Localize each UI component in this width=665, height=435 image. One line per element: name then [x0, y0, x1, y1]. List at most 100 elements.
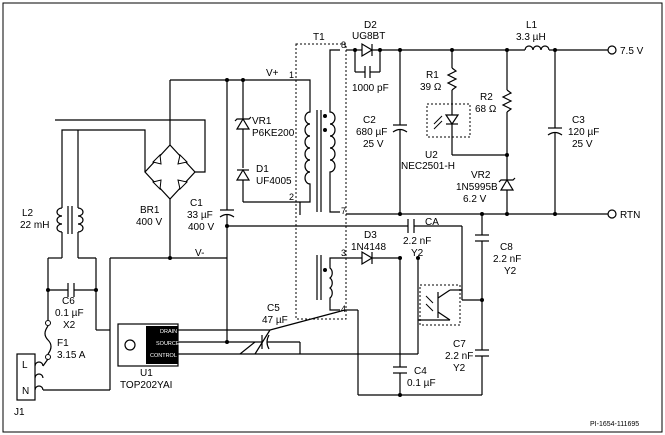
- c3-volt: 25 V: [572, 139, 593, 150]
- junction: [505, 153, 509, 157]
- c7-type: Y2: [453, 363, 466, 374]
- vr2-volt: 6.2 V: [463, 194, 487, 205]
- t1-bias-winding: [329, 257, 340, 311]
- c8-value: 2.2 nF: [493, 254, 521, 265]
- l1-label: L1: [526, 20, 538, 31]
- u2-led-symbol: [444, 114, 460, 126]
- r1-label: R1: [426, 70, 439, 81]
- junction: [505, 212, 509, 216]
- c1-label: C1: [190, 198, 203, 209]
- u2-phototransistor-emitter: [437, 311, 451, 321]
- u2-phototransistor-collector: [437, 289, 451, 299]
- d3-part: 1N4148: [351, 242, 386, 253]
- c2-value: 680 µF: [356, 127, 387, 138]
- r2-resistor: [501, 89, 513, 113]
- junction: [225, 340, 229, 344]
- br1-diode: [152, 179, 162, 191]
- f1-terminal: [45, 320, 51, 326]
- f1-label: F1: [57, 338, 69, 349]
- br1-label: BR1: [140, 205, 160, 216]
- c1-volt: 400 V: [188, 222, 214, 233]
- c5-value: 47 µF: [262, 315, 288, 326]
- wire: [42, 358, 49, 367]
- ca-value: 2.2 nF: [403, 236, 431, 247]
- c1-value: 33 µF: [187, 210, 213, 221]
- d1-part: UF4005: [256, 176, 292, 187]
- junction: [225, 224, 229, 228]
- br1-volt: 400 V: [136, 217, 162, 228]
- c3-value: 120 µF: [568, 127, 599, 138]
- t1-pin-2: 2: [289, 192, 294, 202]
- u2-phototransistor-box: [419, 284, 461, 326]
- d2-diode-symbol: [361, 42, 374, 58]
- ca-label: CA: [425, 217, 439, 228]
- vr2-label: VR2: [471, 170, 491, 181]
- d1-diode-symbol: [235, 168, 251, 181]
- t1-label: T1: [313, 32, 325, 43]
- u1-pin-control: CONTROL: [150, 353, 177, 359]
- d3-label: D3: [364, 230, 377, 241]
- junction: [480, 298, 484, 302]
- l2-value: 22 mH: [20, 220, 49, 231]
- r1-resistor: [446, 67, 458, 91]
- vminus-label: V-: [195, 248, 204, 259]
- u2-light-arrow: [433, 115, 443, 125]
- r2-label: R2: [480, 92, 493, 103]
- c3-label: C3: [572, 115, 585, 126]
- u1-part: TOP202YAI: [120, 380, 172, 391]
- j1-contact: [34, 361, 44, 367]
- d3-diode-symbol: [361, 250, 374, 266]
- l1-inductor: [524, 45, 550, 51]
- l2-label: L2: [22, 208, 34, 219]
- br1-diode: [177, 154, 188, 165]
- l1-value: 3.3 µH: [516, 32, 546, 43]
- t1-pin-8: 8: [341, 40, 346, 50]
- output-terminal-pos: [607, 45, 617, 55]
- u1-label: U1: [140, 368, 153, 379]
- l2-winding: [77, 207, 84, 233]
- c8-label: C8: [500, 242, 513, 253]
- t1-pin-7: 7: [341, 206, 346, 216]
- t1-phase-dot: [323, 128, 327, 132]
- wire: [61, 129, 146, 208]
- junction: [553, 212, 557, 216]
- r1-value: 39 Ω: [420, 82, 442, 93]
- u2-light-arrow: [425, 295, 434, 304]
- out-rtn-label: RTN: [620, 210, 640, 221]
- d1-label: D1: [256, 164, 269, 175]
- vr2-zener-symbol: [499, 178, 515, 191]
- d2-part: UG8BT: [352, 31, 385, 42]
- u1-mounting-hole: [124, 339, 136, 351]
- wire: [254, 329, 271, 355]
- junction: [398, 393, 402, 397]
- l2-winding: [56, 207, 63, 233]
- c5-label: C5: [267, 303, 280, 314]
- junction: [168, 256, 172, 260]
- wire: [55, 119, 206, 173]
- junction: [378, 48, 382, 52]
- vr1-zener-symbol: [235, 117, 251, 130]
- c2-label: C2: [363, 115, 376, 126]
- c7-label: C7: [453, 339, 466, 350]
- f1-value: 3.15 A: [57, 350, 86, 361]
- u2-label: U2: [425, 150, 438, 161]
- c6-label: C6: [62, 296, 75, 307]
- t1-secondary-winding: [329, 49, 340, 213]
- br1-diode: [177, 179, 188, 190]
- wire: [269, 309, 346, 331]
- br1-bridge: [144, 144, 196, 200]
- wire: [239, 341, 256, 355]
- c1-plate-curved: [219, 213, 235, 218]
- out-pos-label: 7.5 V: [620, 46, 644, 57]
- j1-pin-l: L: [22, 360, 28, 371]
- u2-light-arrow: [425, 303, 434, 312]
- c8-type: Y2: [504, 266, 517, 277]
- t1-pin-3: 3: [341, 248, 346, 258]
- junction: [398, 256, 402, 260]
- br1-diode: [152, 153, 162, 165]
- c4-value: 0.1 µF: [407, 378, 436, 389]
- vplus-label: V+: [266, 68, 279, 79]
- u2-opto-box: [426, 103, 471, 138]
